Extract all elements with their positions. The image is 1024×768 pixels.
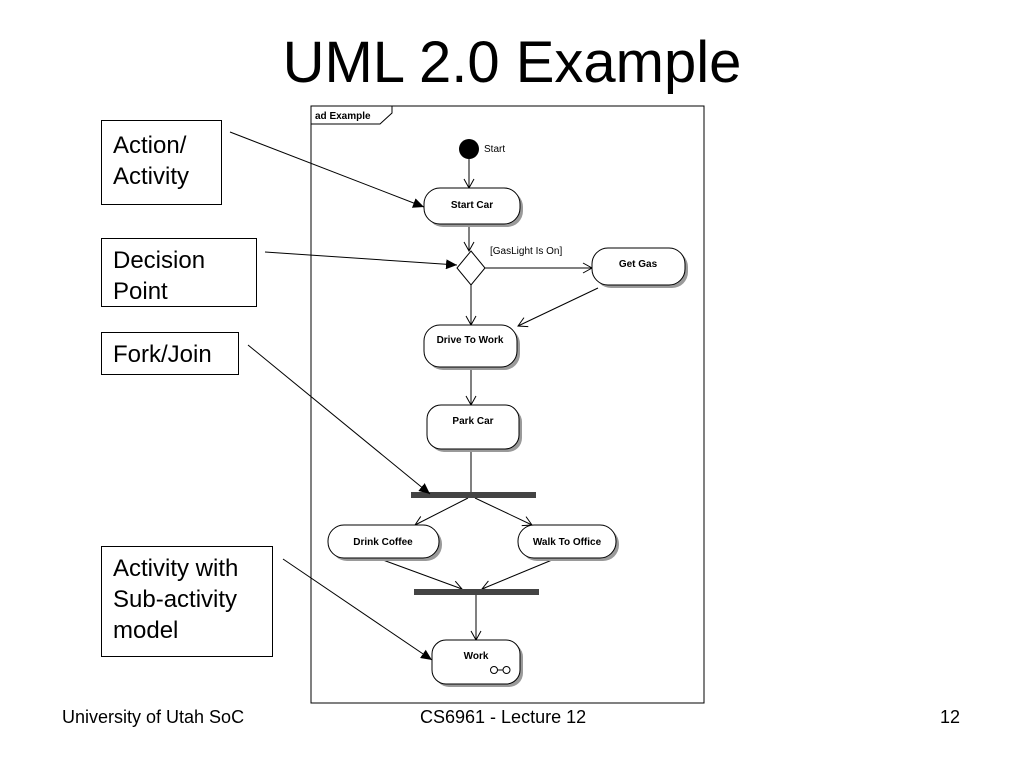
action-work-label: Work — [464, 651, 489, 662]
slide-title: UML 2.0 Example — [282, 30, 742, 95]
edge-fork-to-office — [474, 497, 533, 527]
fork-bar — [411, 492, 536, 498]
callout-subactivity-line-3: model — [113, 617, 179, 644]
action-start-car: Start Car — [423, 187, 523, 227]
action-walk-to-office-label: Walk To Office — [533, 537, 602, 548]
guard-label: [GasLight Is On] — [490, 246, 562, 257]
action-park-car: Park Car — [426, 404, 522, 452]
pointer-subactivity-arrow — [282, 558, 433, 661]
pointer-forkjoin-arrow — [247, 344, 431, 495]
action-park-car-label: Park Car — [452, 416, 493, 427]
frame-label-tab — [310, 106, 393, 125]
callout-decision-point: Decision Point — [101, 238, 257, 307]
callout-subactivity-line-1: Activity with — [113, 555, 239, 582]
footer-page-number: 12 — [940, 707, 961, 727]
callout-decision-line-1: Decision — [113, 247, 206, 274]
action-get-gas: Get Gas — [591, 247, 688, 288]
callout-action-line-1: Action/ — [113, 132, 187, 159]
action-drive-to-work-label: Drive To Work — [437, 335, 504, 346]
edge-fork-to-coffee — [414, 497, 469, 526]
subactivity-icon — [490, 666, 511, 674]
action-drink-coffee: Drink Coffee — [327, 524, 442, 561]
footer-center: CS6961 - Lecture 12 — [420, 707, 587, 727]
edge-office-to-join — [481, 559, 553, 591]
callout-forkjoin-line-1: Fork/Join — [113, 341, 212, 368]
edge-coffee-to-join — [382, 559, 463, 592]
callout-action-activity: Action/ Activity — [101, 120, 222, 205]
action-walk-to-office: Walk To Office — [517, 524, 619, 561]
callout-fork-join: Fork/Join — [101, 332, 239, 375]
pointer-decision-arrow — [264, 251, 458, 270]
frame-label: ad Example — [315, 111, 371, 122]
callout-subactivity: Activity with Sub-activity model — [101, 546, 273, 657]
start-label: Start — [484, 144, 505, 155]
callout-decision-line-2: Point — [113, 278, 168, 305]
join-bar — [414, 589, 539, 595]
action-get-gas-label: Get Gas — [619, 259, 658, 270]
action-work: Work — [431, 639, 523, 687]
callout-subactivity-line-2: Sub-activity — [113, 586, 238, 613]
callout-action-line-2: Activity — [113, 163, 190, 190]
edge-getgas-to-drive — [517, 287, 599, 328]
start-node — [459, 139, 479, 159]
decision-node — [456, 250, 486, 286]
action-drink-coffee-label: Drink Coffee — [353, 537, 413, 548]
pointer-action-arrow — [229, 131, 425, 208]
footer-left: University of Utah SoC — [62, 707, 245, 727]
action-drive-to-work: Drive To Work — [423, 324, 520, 370]
action-start-car-label: Start Car — [451, 200, 493, 211]
